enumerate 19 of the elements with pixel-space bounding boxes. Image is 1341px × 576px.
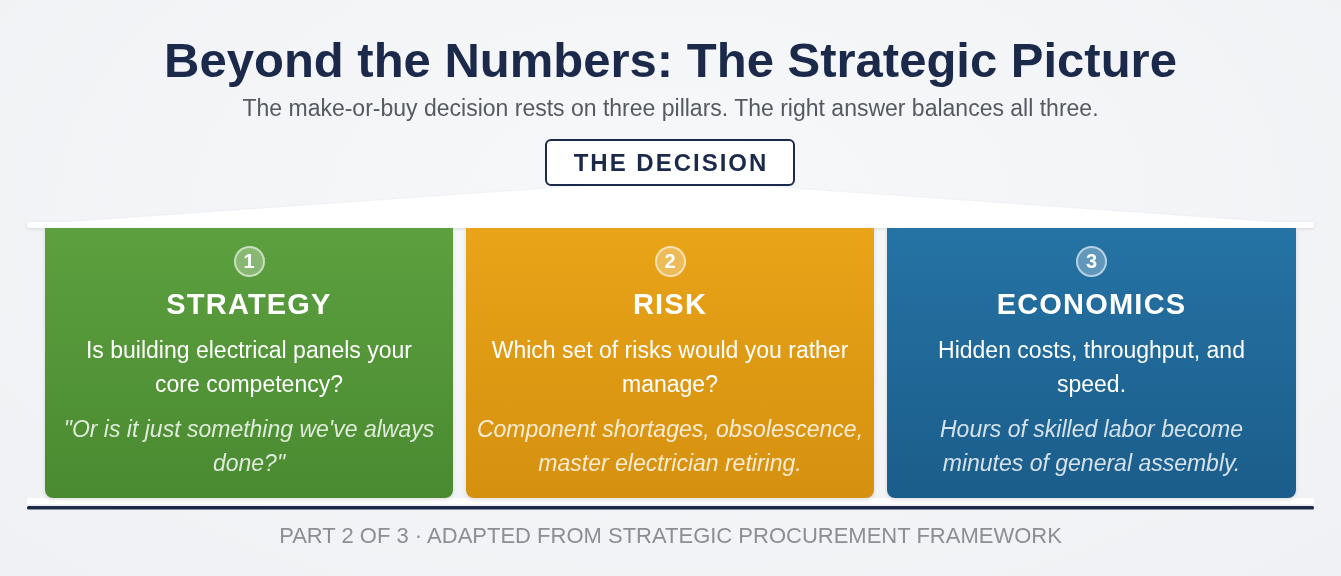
pillar-heading: STRATEGY	[166, 287, 332, 322]
pillar-heading: RISK	[632, 287, 708, 322]
pillar-heading: ECONOMICS	[996, 287, 1187, 322]
step-number: 2	[654, 246, 686, 277]
step-number: 3	[1076, 246, 1107, 277]
pillar-panel	[45, 228, 453, 498]
pillar-quote: Hours of skilled labor become minutes of general assembly.	[939, 415, 1244, 478]
title: Beyond the Numbers: The Strategic Picture	[164, 32, 1177, 89]
subtitle: The make-or-buy decision rests on three pillars. The right answer balances all three.	[242, 94, 1099, 123]
decision-box: THE DECISION	[545, 139, 795, 186]
pillar-panel	[466, 228, 874, 498]
pillar-quote: Component shortages, obsolescence, master electrician retiring.	[475, 415, 865, 478]
pillar-question: Is building electrical panels your core competency?	[85, 336, 413, 399]
pillar-panel	[887, 228, 1296, 498]
pillar-question: Hidden costs, throughput, and speed.	[937, 336, 1246, 399]
step-number: 1	[233, 246, 265, 277]
pillar-question: Which set of risks would you rather manage?	[490, 336, 850, 399]
footer-text: PART 2 OF 3 · ADAPTED FROM STRATEGIC PROCUREMENT FRAMEWORK	[279, 522, 1062, 550]
pillar-quote: "Or is it just something we've always done?"	[62, 415, 436, 478]
